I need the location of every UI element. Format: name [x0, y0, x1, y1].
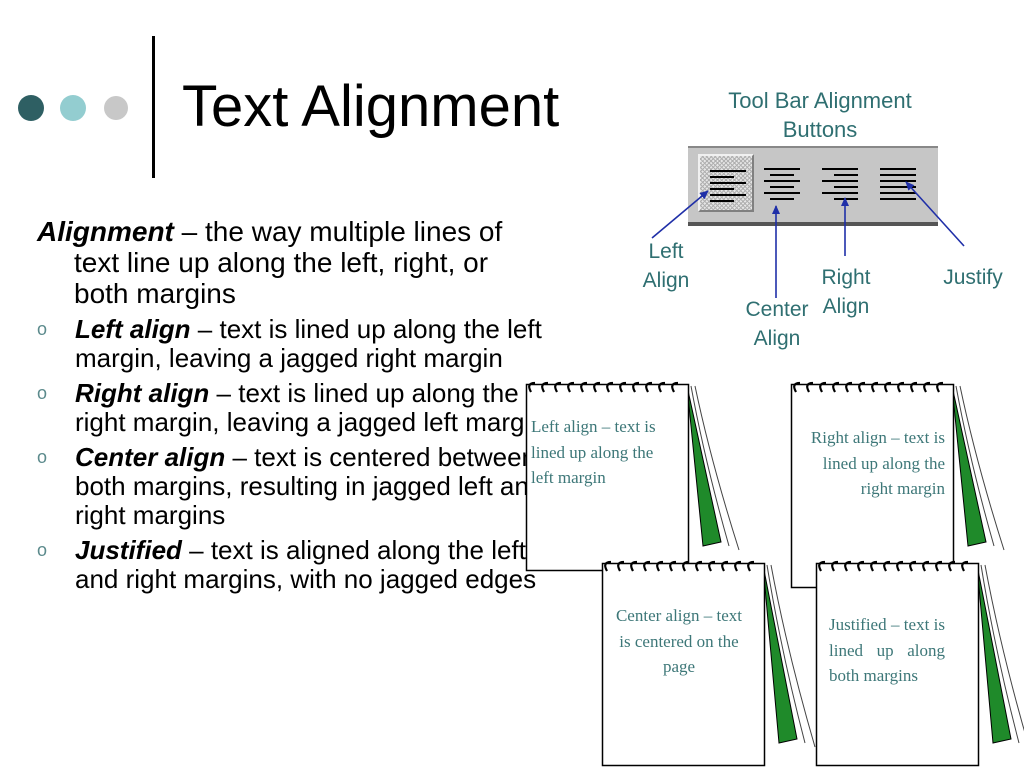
notepad-center-text: Center align – text is centered on the p… — [615, 606, 743, 676]
body-text: Alignment – the way multiple lines of te… — [37, 216, 547, 600]
notepad-center-align: Center align – text is centered on the p… — [601, 551, 841, 767]
notepad-right-align: Right align – text is lined up along the… — [790, 372, 1024, 589]
bullet-icon: o — [37, 540, 48, 560]
notepad-justify-text: Justified – text is lined up along both … — [829, 615, 945, 685]
bullet-text: – text is lined up along the left margin… — [75, 314, 542, 373]
right-align-label: Right Align — [808, 263, 884, 321]
justify-button[interactable] — [870, 154, 926, 212]
slide-title: Text Alignment — [182, 74, 560, 139]
notepad-left-align: Left align – text is lined up along the … — [525, 372, 765, 572]
notepad-right-text: Right align – text is lined up along the… — [810, 428, 945, 498]
right-align-label-line2: Align — [822, 295, 870, 318]
bullet-icon: o — [37, 383, 48, 403]
definition-term: Alignment — [37, 216, 174, 247]
right-align-label-line1: Right — [821, 266, 871, 289]
align-left-button[interactable] — [698, 154, 754, 212]
notepad-justify: Justified – text is lined up along both … — [815, 551, 1024, 767]
notepad-icon — [601, 560, 816, 767]
alignment-toolbar — [688, 146, 938, 226]
definition-text: – the way multiple lines of text line up… — [74, 216, 503, 309]
definition: Alignment – the way multiple lines of te… — [37, 216, 547, 309]
bullet-text: – text is aligned along the left and rig… — [75, 535, 537, 594]
toolbar-caption: Tool Bar Alignment Buttons — [728, 88, 912, 142]
notepad-icon — [815, 560, 1024, 767]
align-center-button[interactable] — [754, 154, 810, 212]
bullet-left-align: o Left align – text is lined up along the… — [37, 315, 547, 373]
center-align-label-line2: Align — [753, 327, 801, 350]
justify-label: Justify — [943, 266, 1003, 289]
dark-dot — [18, 95, 44, 121]
left-align-label-line2: Align — [642, 269, 690, 292]
bullet-term: Center align — [75, 442, 226, 472]
bullet-term: Left align — [75, 314, 191, 344]
left-align-label: Left Align — [628, 237, 704, 295]
title-divider — [152, 36, 155, 178]
center-align-label: Center Align — [735, 295, 819, 353]
bullet-justified: o Justified – text is aligned along the l… — [37, 536, 547, 594]
notepad-icon — [790, 381, 1005, 589]
gray-dot — [104, 96, 128, 120]
bullet-text: – text is centered between both margins,… — [75, 442, 544, 530]
notepad-icon — [525, 381, 740, 572]
notepad-left-text: Left align – text is lined up along the … — [531, 417, 656, 487]
teal-dot — [60, 95, 86, 121]
left-align-label-line1: Left — [648, 240, 684, 263]
center-align-label-line1: Center — [745, 298, 809, 321]
bullet-center-align: o Center align – text is centered between… — [37, 443, 547, 530]
bullet-term: Right align — [75, 378, 210, 408]
bullet-right-align: o Right align – text is lined up along th… — [37, 379, 547, 437]
bullet-icon: o — [37, 319, 48, 339]
bullet-icon: o — [37, 447, 48, 467]
bullet-text: – text is lined up along the right margi… — [75, 378, 545, 437]
align-right-button[interactable] — [812, 154, 868, 212]
bullet-term: Justified — [75, 535, 182, 565]
